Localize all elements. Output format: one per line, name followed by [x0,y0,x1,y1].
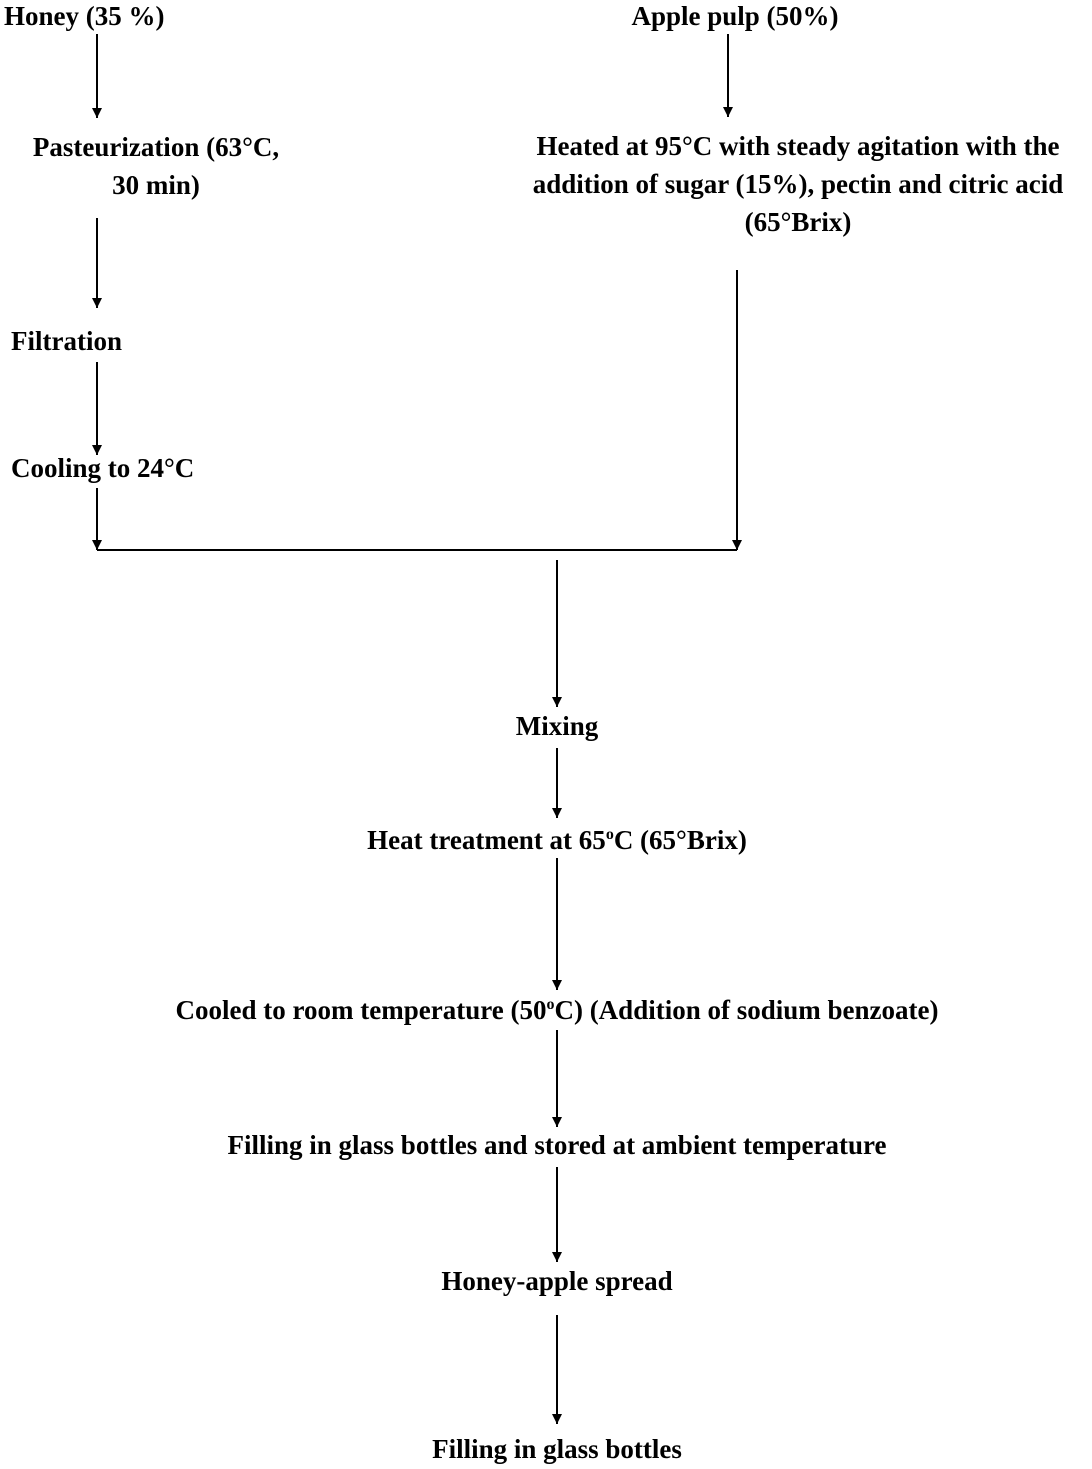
heat-treatment-text-a: Heat treatment at 65 [367,825,606,855]
cooled-text-b: C) (Addition of sodium benzoate) [554,995,939,1025]
cooled-degree: o [546,996,555,1013]
heated-line-3: (65°Brix) [744,207,852,237]
pasteurization-node: Pasteurization (63°C, 30 min) [0,128,312,204]
filling-stored-node: Filling in glass bottles and stored at a… [227,1130,887,1160]
pasteurization-line-2: 30 min) [112,170,200,200]
filling-final-node: Filling in glass bottles [432,1434,682,1464]
pasteurization-line-1: Pasteurization (63°C, [32,132,280,162]
cooling-node: Cooling to 24°C [11,453,195,483]
mixing-node: Mixing [515,711,599,741]
honey-node: Honey (35 %) [4,1,165,31]
cooled-node: Cooled to room temperature (50oC) (Addit… [107,991,1007,1029]
cooled-text-a: Cooled to room temperature (50 [175,995,547,1025]
heat-treatment-text-b: C (65°Brix) [613,825,747,855]
heated-node: Heated at 95°C with steady agitation wit… [508,127,1088,241]
heat-treatment-degree: o [605,826,614,843]
apple-pulp-node: Apple pulp (50%) [631,1,839,31]
filtration-node: Filtration [11,326,122,356]
honey-apple-spread-node: Honey-apple spread [441,1266,673,1296]
heat-treatment-node: Heat treatment at 65oC (65°Brix) [307,821,807,859]
heated-line-2: addition of sugar (15%), pectin and citr… [532,169,1064,199]
heated-line-1: Heated at 95°C with steady agitation wit… [536,131,1060,161]
